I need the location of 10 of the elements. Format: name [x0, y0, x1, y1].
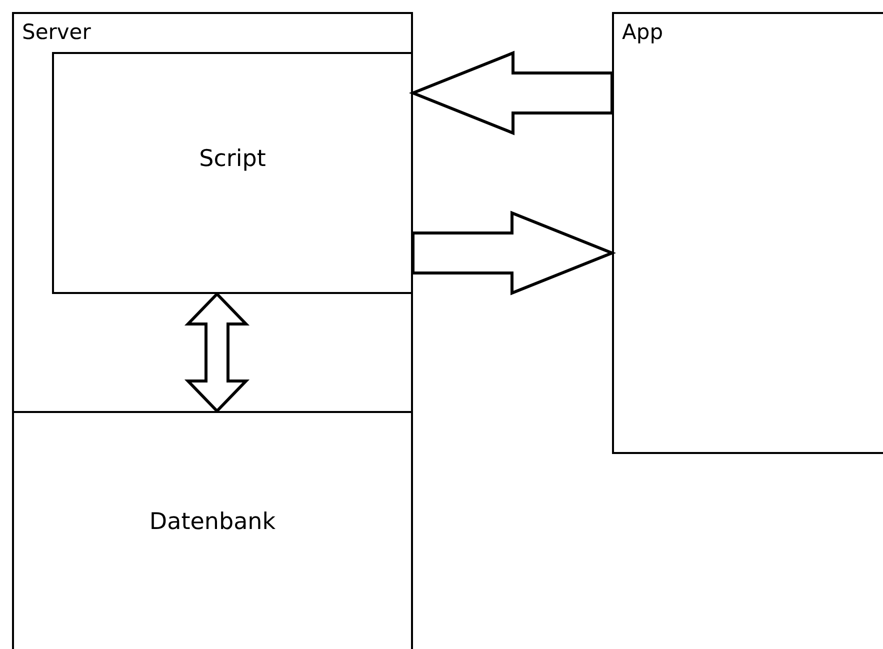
box: [12, 12, 413, 649]
box: [52, 52, 413, 294]
box-label: App: [622, 20, 664, 44]
block-arrow: [184, 292, 250, 414]
box-label: Script: [199, 146, 266, 172]
box-label: Server: [22, 20, 91, 44]
block-arrow: [408, 50, 614, 136]
box-label: Datenbank: [149, 509, 276, 535]
box: [612, 12, 883, 454]
block-arrow: [412, 210, 616, 296]
